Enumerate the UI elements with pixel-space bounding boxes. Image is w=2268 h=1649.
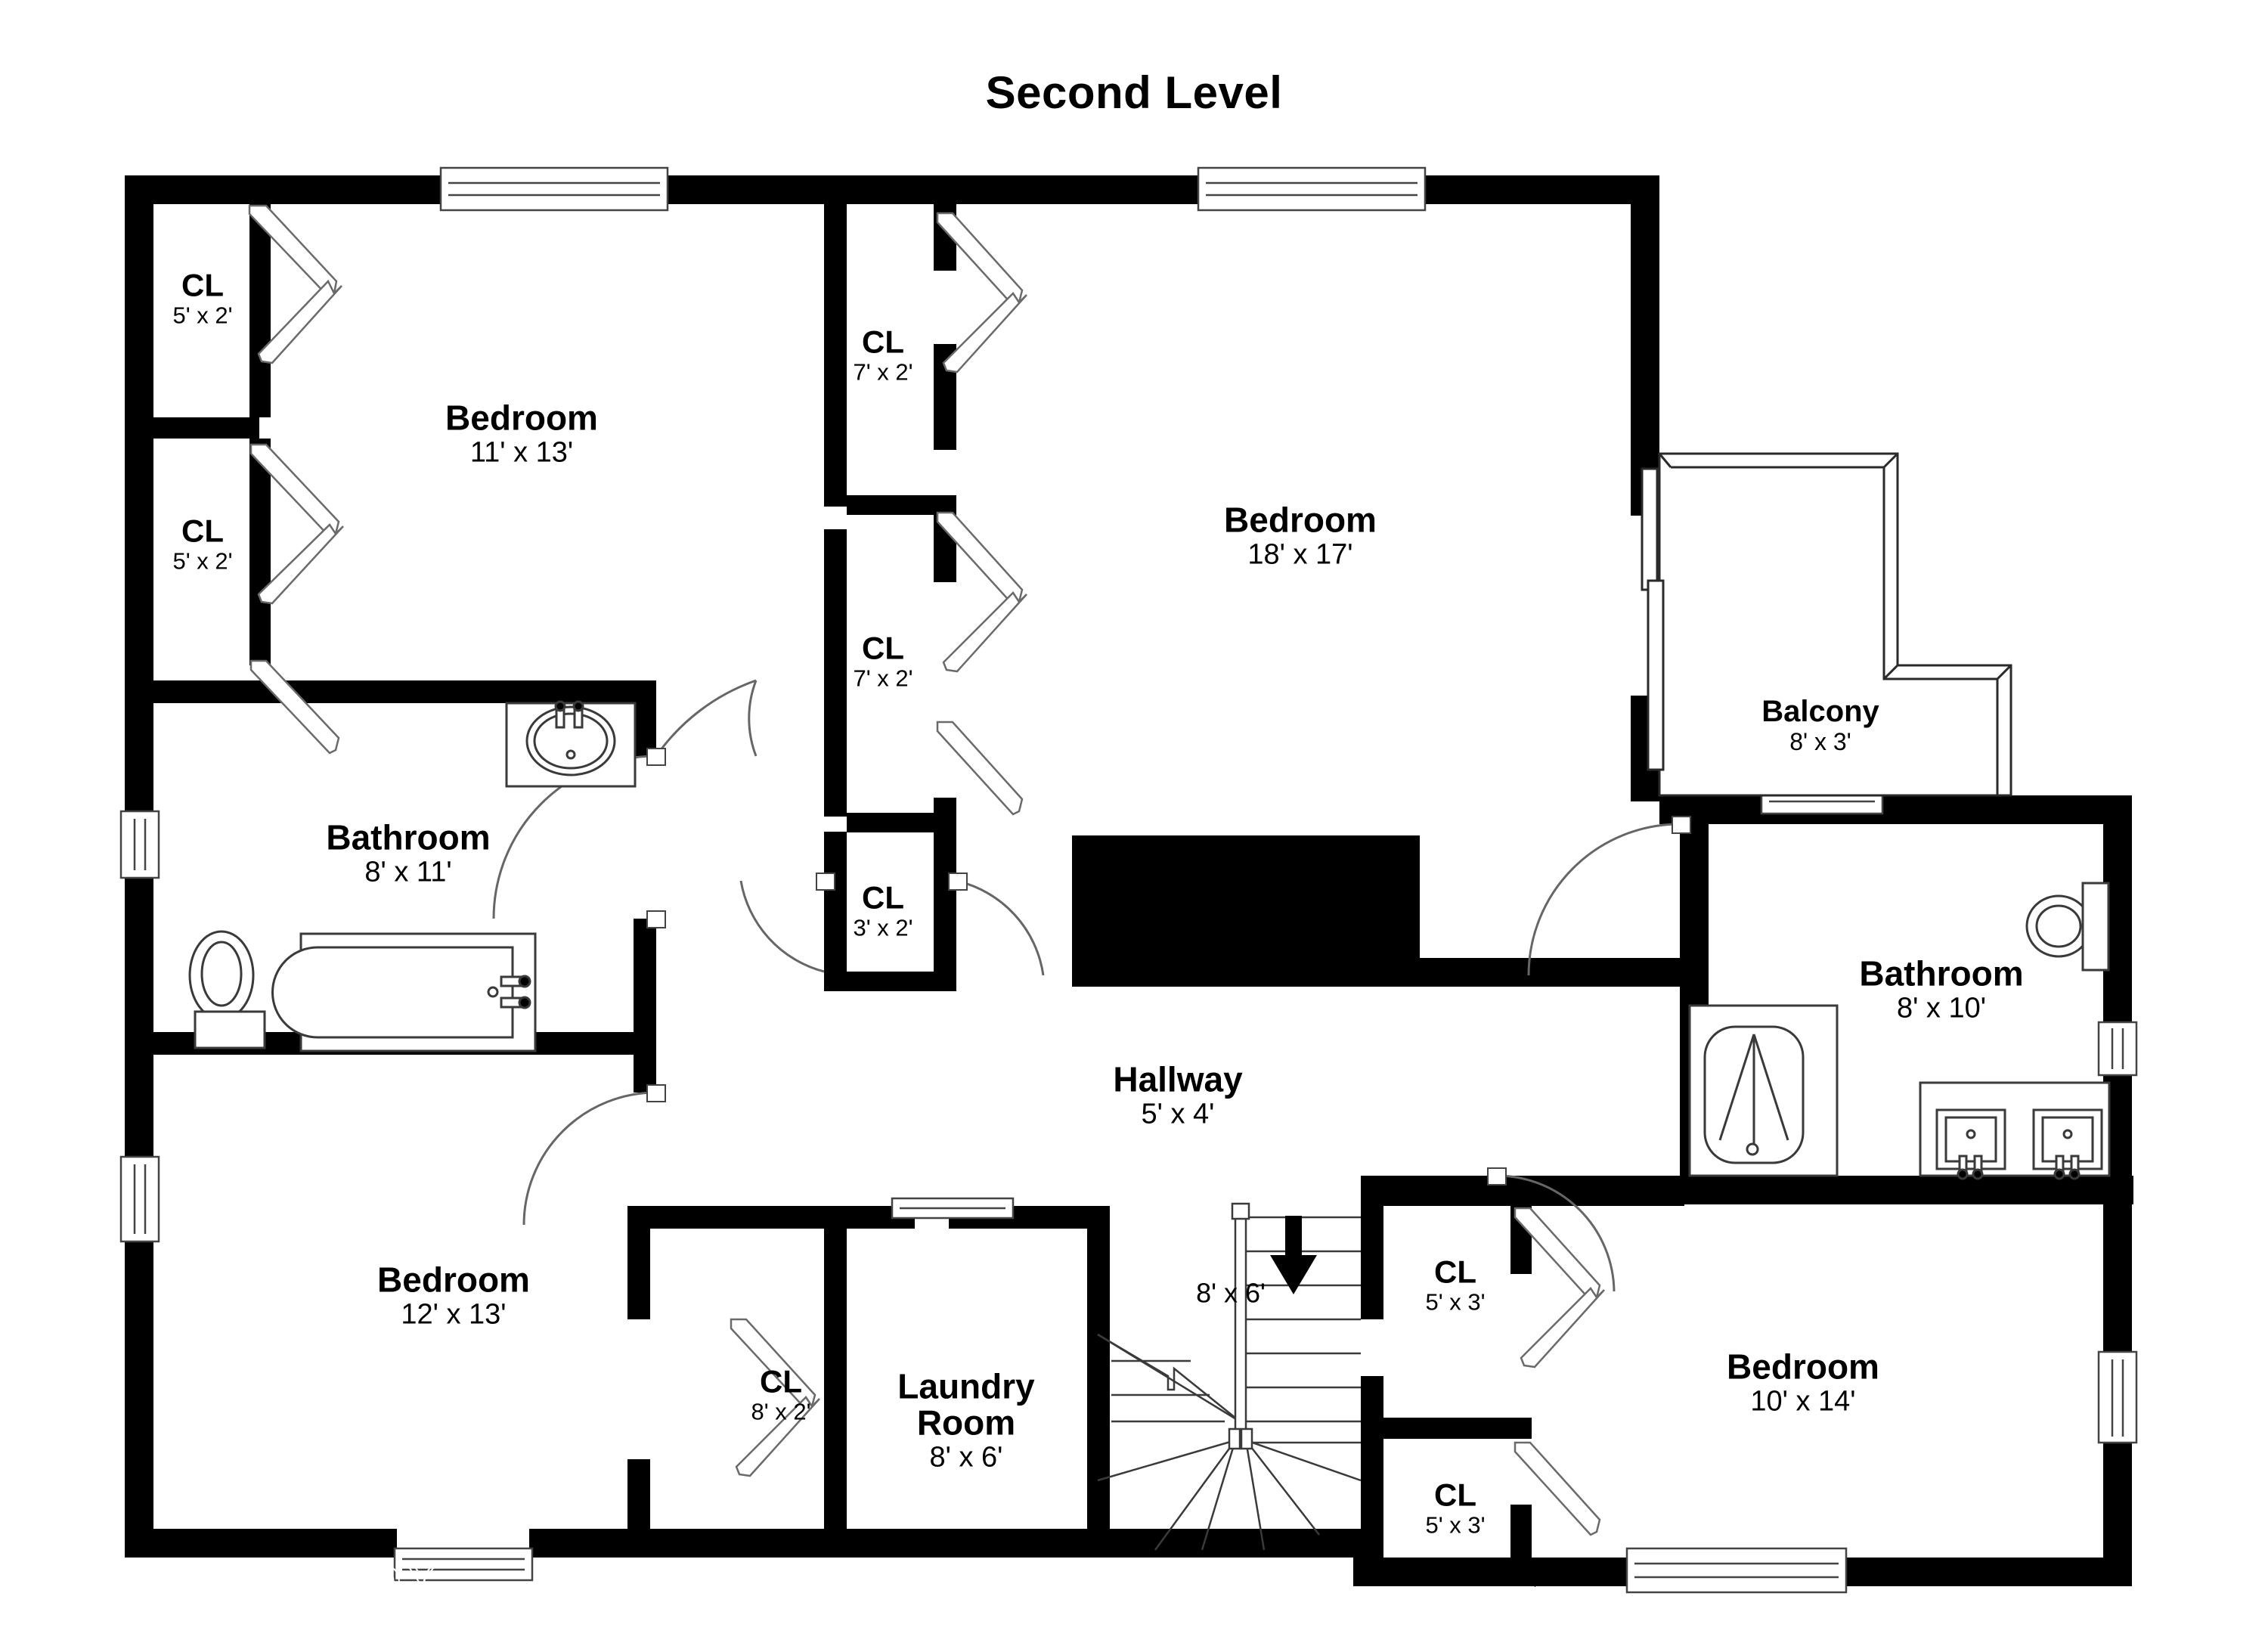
window-left-upper — [119, 810, 160, 879]
stairs-down-arrow — [1270, 1216, 1317, 1294]
page-title: Second Level — [985, 67, 1283, 118]
sink-icon-right — [2032, 1108, 2103, 1180]
window-bottom-right — [1625, 1547, 1848, 1594]
window-left-lower — [119, 1155, 160, 1243]
bathroom-east-fixtures — [1688, 882, 2111, 1180]
bifold-door-layer — [248, 204, 1605, 1536]
window-right-upper — [2097, 1021, 2138, 1077]
door-layer — [492, 679, 1681, 1292]
shower-icon — [1688, 1004, 1839, 1177]
sink-icon-left — [1935, 1108, 2006, 1180]
copyright-watermark: ©2025 GMLS IDX — [5, 1551, 442, 1613]
bathtub-icon — [271, 932, 537, 1052]
balcony-left-rail — [1641, 467, 1665, 771]
window-laundry — [891, 1197, 1015, 1220]
window-bottom-left — [393, 1547, 534, 1582]
window-top-left — [439, 166, 669, 212]
window-layer — [119, 166, 2138, 1594]
door-jamb-layer — [646, 748, 1691, 1186]
staircase — [1097, 1202, 1362, 1551]
window-right-lower — [2097, 1350, 2138, 1444]
double-vanity — [1919, 1081, 2111, 1180]
toilet-icon-east — [2025, 882, 2110, 972]
bathroom-west-fixtures — [188, 700, 637, 1052]
balcony-outline — [1658, 452, 2012, 797]
window-top-right — [1197, 166, 1427, 212]
sink-icon — [505, 700, 637, 788]
toilet-icon — [188, 930, 266, 1049]
